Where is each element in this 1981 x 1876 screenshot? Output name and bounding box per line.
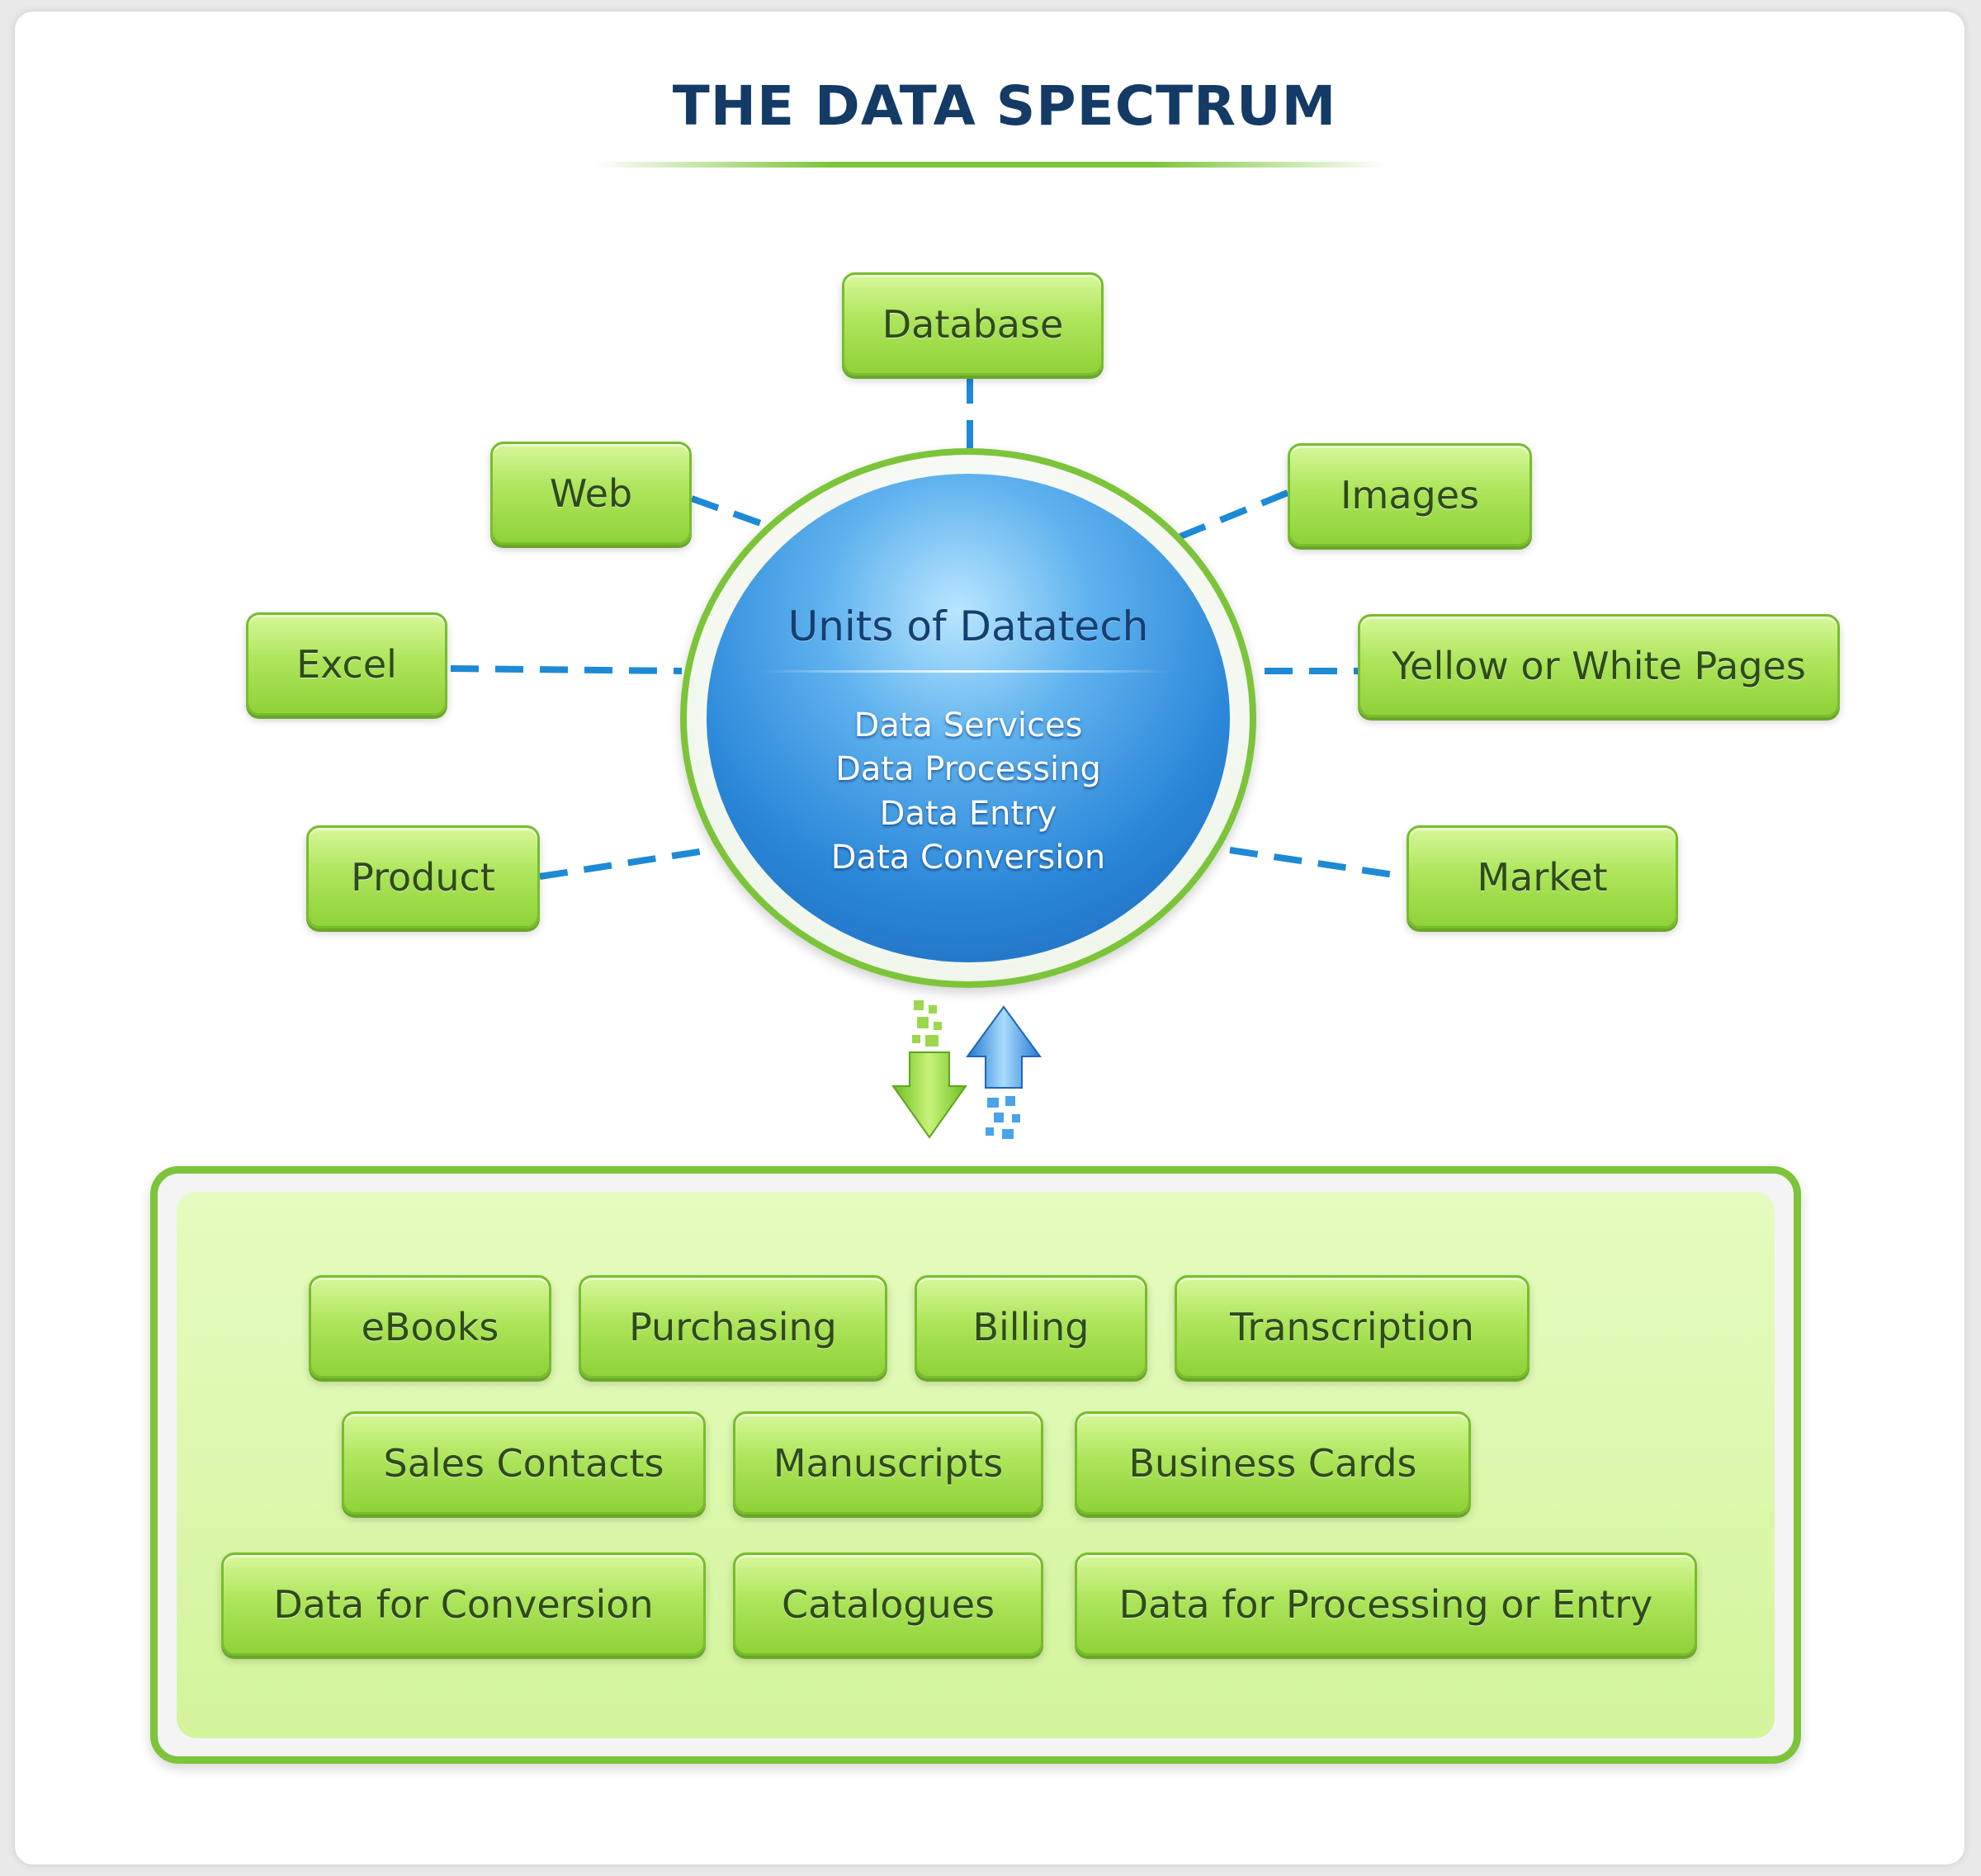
connector-product bbox=[539, 847, 711, 880]
hub-line-data-services: Data Services bbox=[853, 706, 1083, 744]
source-market: Market bbox=[1407, 825, 1678, 929]
connector-images bbox=[1179, 489, 1289, 540]
source-yellow-white-pages: Yellow or White Pages bbox=[1358, 614, 1840, 717]
source-product-label: Product bbox=[351, 854, 495, 900]
output-purchasing-label: Purchasing bbox=[629, 1304, 837, 1349]
output-business-cards: Business Cards bbox=[1075, 1411, 1471, 1515]
output-ebooks-label: eBooks bbox=[361, 1304, 499, 1349]
connector-excel bbox=[450, 665, 683, 674]
hub-title: Units of Datatech bbox=[787, 602, 1149, 650]
hub-divider bbox=[759, 670, 1172, 673]
output-data-for-conversion: Data for Conversion bbox=[221, 1552, 706, 1656]
output-purchasing: Purchasing bbox=[579, 1275, 887, 1378]
connector-market bbox=[1229, 847, 1406, 880]
title-underline bbox=[594, 162, 1387, 168]
source-excel-label: Excel bbox=[296, 641, 397, 687]
output-data-for-conversion-label: Data for Conversion bbox=[273, 1581, 654, 1627]
hub-line-data-processing: Data Processing bbox=[835, 750, 1101, 788]
hub-circle bbox=[707, 474, 1230, 962]
output-manuscripts: Manuscripts bbox=[733, 1411, 1043, 1515]
output-sales-contacts: Sales Contacts bbox=[342, 1411, 706, 1515]
source-yellow-white-pages-label: Yellow or White Pages bbox=[1392, 643, 1806, 688]
source-web: Web bbox=[490, 442, 692, 545]
source-web-label: Web bbox=[549, 470, 633, 516]
output-manuscripts-label: Manuscripts bbox=[773, 1440, 1004, 1486]
source-excel: Excel bbox=[246, 612, 447, 716]
output-sales-contacts-label: Sales Contacts bbox=[383, 1440, 664, 1486]
down-arrow-icon bbox=[891, 1000, 967, 1139]
source-product: Product bbox=[306, 825, 540, 929]
source-images: Images bbox=[1288, 443, 1532, 546]
connector-web bbox=[690, 495, 767, 528]
source-database: Database bbox=[842, 272, 1104, 376]
diagram-title: THE DATA SPECTRUM bbox=[672, 74, 1337, 138]
up-arrow-icon bbox=[966, 1005, 1042, 1139]
output-transcription-label: Transcription bbox=[1230, 1304, 1474, 1349]
output-ebooks: eBooks bbox=[309, 1275, 551, 1378]
output-catalogues: Catalogues bbox=[733, 1552, 1043, 1656]
output-business-cards-label: Business Cards bbox=[1128, 1440, 1417, 1486]
output-billing-label: Billing bbox=[972, 1304, 1090, 1349]
source-market-label: Market bbox=[1477, 854, 1608, 900]
hub-line-data-entry: Data Entry bbox=[879, 795, 1057, 833]
hub-line-data-conversion: Data Conversion bbox=[830, 839, 1106, 877]
source-images-label: Images bbox=[1340, 472, 1480, 517]
source-database-label: Database bbox=[882, 301, 1064, 347]
output-transcription: Transcription bbox=[1175, 1275, 1529, 1378]
output-data-for-processing-or-entry: Data for Processing or Entry bbox=[1075, 1552, 1697, 1656]
output-data-for-processing-or-entry-label: Data for Processing or Entry bbox=[1118, 1581, 1653, 1627]
output-billing: Billing bbox=[915, 1275, 1147, 1378]
output-catalogues-label: Catalogues bbox=[781, 1581, 995, 1627]
